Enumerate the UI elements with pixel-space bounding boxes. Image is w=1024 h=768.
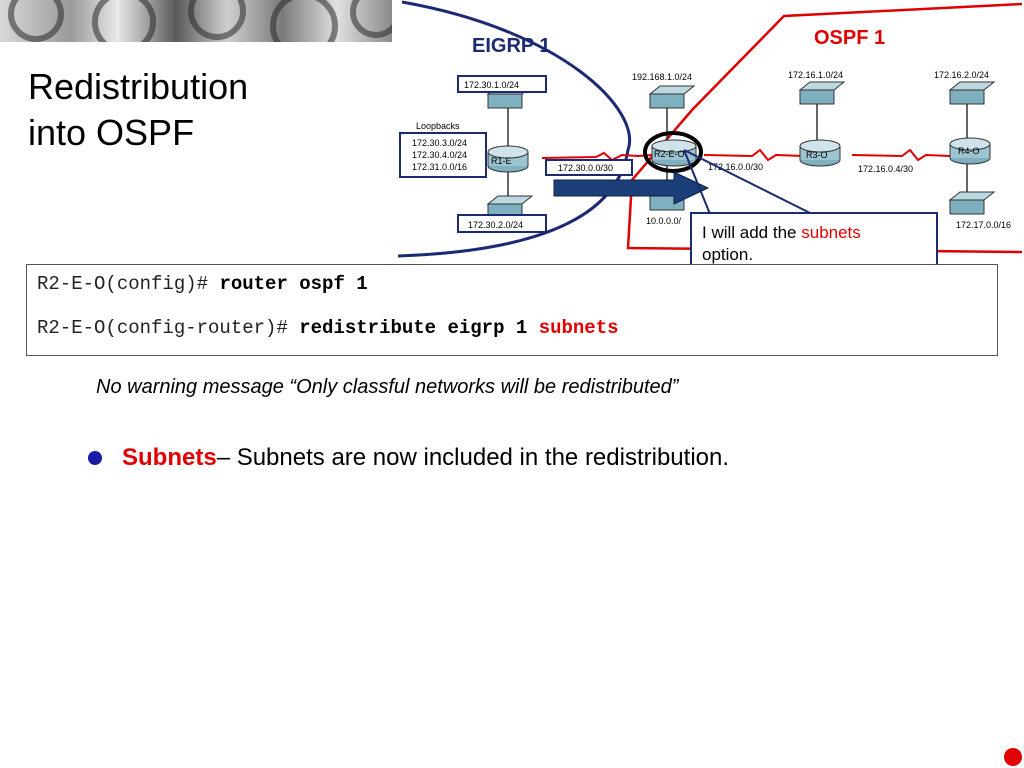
redistribution-arrow — [553, 171, 710, 205]
network-label-r2-r3: 172.16.0.0/30 — [708, 162, 763, 172]
warning-note: No warning message “Only classful networ… — [96, 376, 679, 398]
switch-icon — [948, 191, 996, 215]
router-r3-icon — [799, 139, 841, 167]
slide-title-line-1: Redistribution — [28, 66, 249, 107]
serial-link-r3-r4 — [851, 148, 951, 162]
network-label-r3-r4: 172.16.0.4/30 — [858, 164, 913, 174]
loopbacks-box — [399, 132, 487, 178]
cli-command: router ospf 1 — [219, 273, 368, 295]
network-label-r1-top: 172.30.1.0/24 — [464, 80, 519, 90]
bullet-text: – Subnets are now included in the redist… — [216, 444, 730, 471]
cli-command: redistribute eigrp 1 — [299, 317, 539, 339]
bullet-item: Subnets – Subnets are now included in th… — [88, 444, 729, 472]
cli-prompt: R2-E-O(config-router)# — [37, 317, 300, 339]
switch-icon — [948, 81, 996, 105]
network-box — [457, 214, 547, 233]
callout-pointer-line — [683, 149, 813, 215]
callout-pointer-line — [683, 149, 711, 215]
router-r3-label: R3-O — [806, 150, 828, 160]
switch-icon — [798, 81, 846, 105]
network-box — [457, 75, 547, 93]
network-label-r1-r2: 172.30.0.0/30 — [558, 163, 613, 173]
ospf-label: OSPF 1 — [814, 27, 885, 49]
slide-nav-dot-icon[interactable] — [1004, 748, 1022, 766]
slide-title-line-2: into OSPF — [28, 112, 195, 153]
router-r4-icon — [949, 137, 991, 165]
router-r1-icon — [487, 145, 529, 173]
router-r2-icon — [651, 139, 697, 167]
network-topology-diagram: EIGRP 1 OSPF 1 R1-E R2-E-O R3-O — [397, 0, 1023, 258]
loopback-line-2: 172.30.4.0/24 — [412, 150, 467, 160]
eigrp-boundary — [397, 0, 631, 258]
bullet-keyword: Subnets — [122, 444, 217, 471]
cli-line-2: R2-E-O(config-router)# redistribute eigr… — [37, 317, 619, 339]
slide-title: Redistribution into OSPF — [28, 64, 248, 156]
network-label-r2-top: 192.168.1.0/24 — [632, 72, 692, 82]
callout-highlight: subnets — [801, 223, 861, 242]
callout-text: I will add the — [702, 223, 802, 242]
network-label-r4-top: 172.16.2.0/24 — [934, 70, 989, 80]
router-r1-label: R1-E — [491, 156, 512, 166]
router-r2-label: R2-E-O — [654, 149, 685, 159]
network-box — [545, 159, 633, 176]
loopbacks-label: Loopbacks — [416, 121, 460, 131]
network-label-r4-bottom: 172.17.0.0/16 — [956, 220, 1011, 230]
router-r2-highlight-circle — [643, 131, 703, 173]
serial-link-r1-r2 — [541, 151, 653, 162]
cli-command-box: R2-E-O(config)# router ospf 1 R2-E-O(con… — [26, 264, 998, 356]
loopback-line-3: 172.31.0.0/16 — [412, 162, 467, 172]
serial-link-r2-r3 — [703, 148, 805, 162]
loopback-line-1: 172.30.3.0/24 — [412, 138, 467, 148]
network-label-r1-bottom: 172.30.2.0/24 — [468, 220, 523, 230]
cli-highlight: subnets — [538, 317, 619, 339]
eigrp-label: EIGRP 1 — [472, 35, 551, 57]
switch-icon — [648, 85, 696, 109]
network-label-r3-top: 172.16.1.0/24 — [788, 70, 843, 80]
network-label-r2-bottom: 10.0.0.0/ — [646, 216, 682, 226]
router-r4-label: R4-O — [958, 146, 980, 156]
bullet-dot-icon — [88, 451, 102, 465]
cli-line-1: R2-E-O(config)# router ospf 1 — [37, 273, 368, 295]
header-banner-image — [0, 0, 392, 42]
cli-prompt: R2-E-O(config)# — [37, 273, 220, 295]
callout-text-end: option. — [702, 245, 754, 264]
